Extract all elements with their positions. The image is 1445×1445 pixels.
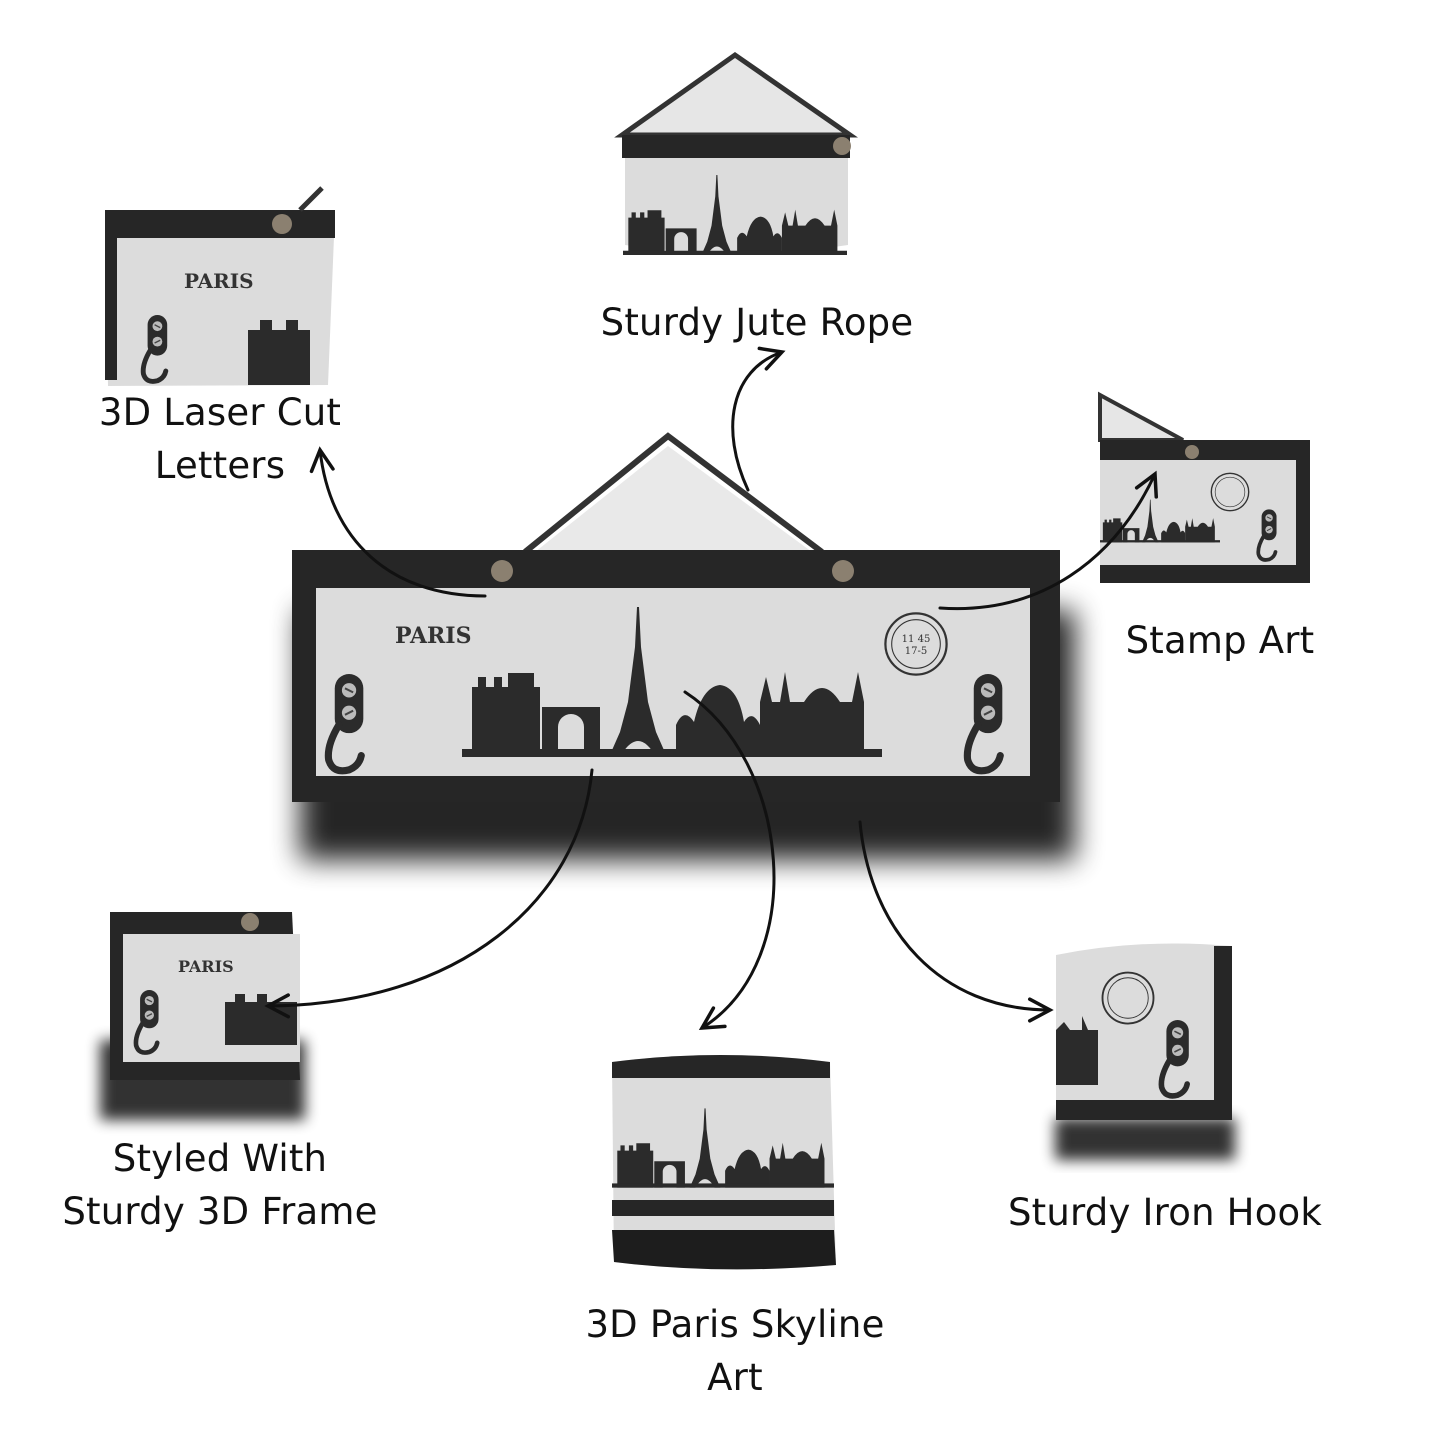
label-jute-rope-line1: Sturdy Jute Rope — [600, 301, 914, 344]
main-stamp-month: 17-5 — [905, 646, 927, 657]
label-stamp-art-line1: Stamp Art — [1125, 619, 1315, 662]
label-skyline: 3D Paris Skyline Art — [535, 1298, 935, 1404]
thumbnail-paris-letters: PARIS — [184, 269, 254, 293]
label-laser-letters: 3D Laser Cut Letters — [70, 386, 370, 492]
label-iron-hook-line1: Sturdy Iron Hook — [1007, 1191, 1323, 1234]
label-frame-line1: Styled With — [112, 1137, 328, 1180]
thumbnail-frame-letters: PARIS — [178, 957, 234, 976]
label-laser-letters-line2: Letters — [154, 444, 286, 487]
label-frame: Styled With Sturdy 3D Frame — [30, 1132, 410, 1238]
connector-arrows — [264, 346, 1158, 1030]
label-frame-line2: Sturdy 3D Frame — [62, 1190, 378, 1233]
arrow-laser-letters — [309, 446, 487, 598]
arrow-stamp-art — [938, 470, 1158, 611]
main-product-image: PARIS 11 45 17-5 — [292, 432, 1075, 860]
label-skyline-line1: 3D Paris Skyline — [585, 1303, 885, 1346]
arrow-jute-rope — [731, 346, 786, 492]
thumbnail-skyline — [612, 1055, 836, 1270]
thumbnail-iron-hook — [1055, 943, 1235, 1160]
main-panel — [316, 588, 1030, 776]
paris-letters: PARIS — [395, 623, 471, 649]
label-stamp-art: Stamp Art — [1070, 614, 1370, 667]
thumbnail-laser-letters: PARIS — [105, 186, 335, 386]
main-postal-stamp: 11 45 17-5 — [884, 612, 948, 676]
main-stamp-date: 11 45 — [902, 634, 931, 645]
label-iron-hook: Sturdy Iron Hook — [985, 1186, 1345, 1239]
arrow-skyline — [683, 690, 776, 1030]
label-jute-rope: Sturdy Jute Rope — [557, 296, 957, 349]
label-laser-letters-line1: 3D Laser Cut — [98, 391, 342, 434]
thumbnail-frame: PARIS — [100, 912, 305, 1120]
thumbnail-stamp-art — [1098, 391, 1310, 583]
label-skyline-line2: Art — [707, 1356, 763, 1399]
arrow-frame — [264, 768, 594, 1019]
thumbnail-jute-rope — [614, 51, 858, 255]
arrow-iron-hook — [858, 820, 1054, 1023]
